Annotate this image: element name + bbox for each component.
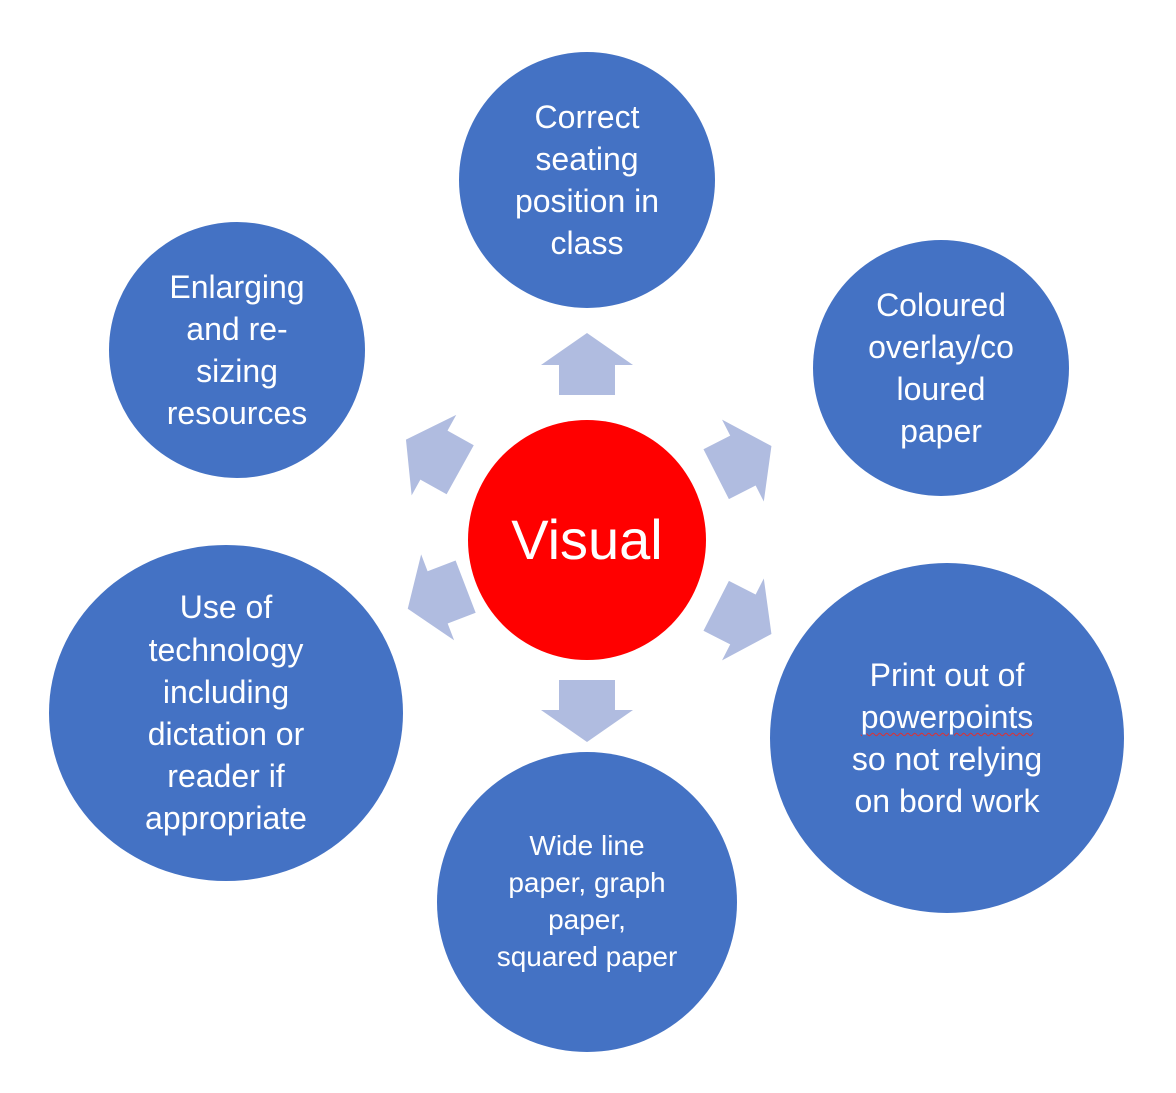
center-label: Visual (511, 508, 663, 572)
node-text: Coloured overlay/co loured paper (868, 286, 1014, 450)
node-text: Correct seating position in class (514, 98, 660, 262)
node-enlarging-resources: Enlarging and re- sizing resources (109, 222, 365, 478)
node-coloured-overlay: Coloured overlay/co loured paper (813, 240, 1069, 496)
arrow-up-icon (541, 333, 633, 395)
arrow-down-right-icon (703, 578, 772, 661)
node-text-line: Print out of (869, 656, 1025, 693)
center-node-visual: Visual (468, 420, 706, 660)
node-text: Wide line paper, graph paper, squared pa… (496, 830, 678, 972)
spellcheck-word: powerpoints (860, 698, 1034, 735)
arrow-up-right-icon (703, 419, 772, 502)
node-print-powerpoints: Print out of powerpoints so not relying on… (770, 563, 1124, 913)
node-text-line: so not relying on bord work (851, 741, 1043, 820)
arrow-down-icon (541, 680, 633, 742)
node-text: Use of technology including dictation or… (145, 589, 307, 837)
node-use-of-technology: Use of technology including dictation or… (49, 545, 403, 881)
node-text: Print out of powerpoints so not relying on… (852, 654, 1042, 823)
arrow-down-left-icon (407, 554, 476, 641)
node-seating-position: Correct seating position in class (459, 52, 715, 308)
node-text: Enlarging and re- sizing resources (166, 268, 308, 432)
node-wide-line-paper: Wide line paper, graph paper, squared pa… (437, 752, 737, 1052)
arrow-up-left-icon (405, 414, 474, 496)
